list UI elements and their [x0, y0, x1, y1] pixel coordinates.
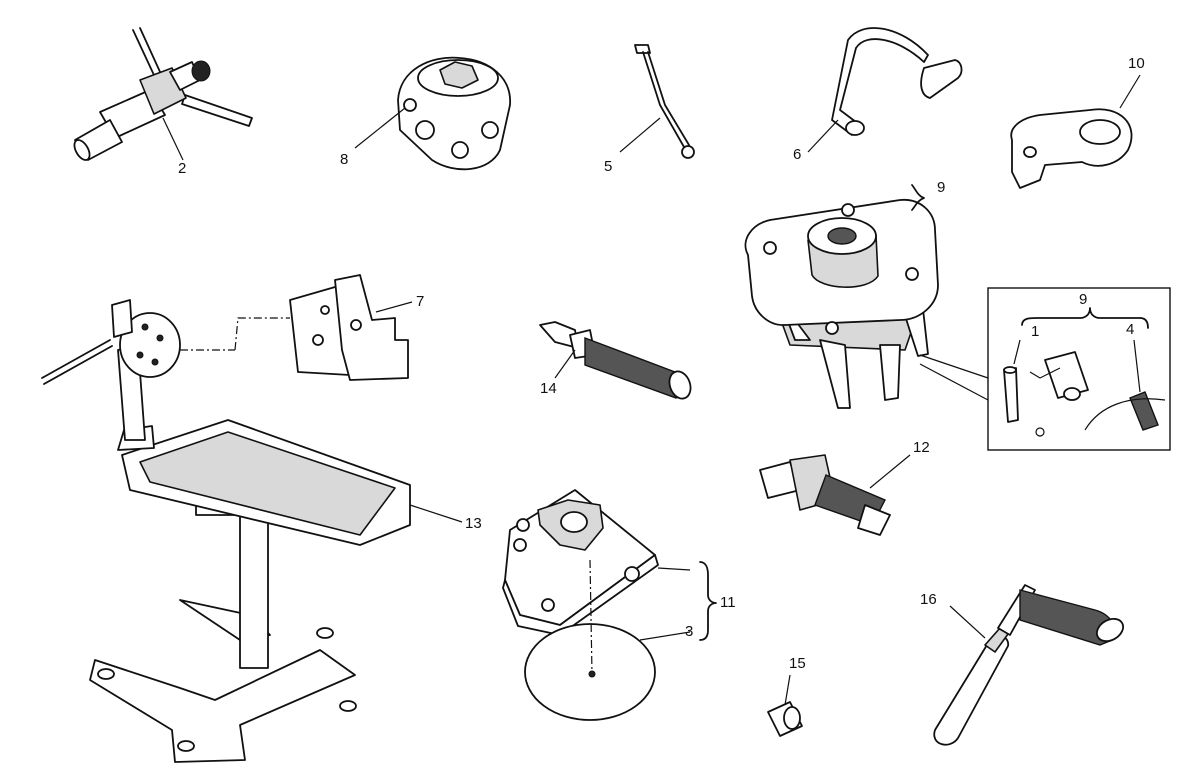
callout-12: 12	[913, 439, 930, 456]
tool-11-plate	[502, 489, 717, 641]
callout-15: 15	[789, 655, 806, 672]
tool-7-bracket	[289, 274, 413, 381]
tool-14-handle	[539, 321, 692, 400]
callout-10: 10	[1128, 55, 1145, 72]
callout-14: 14	[540, 380, 557, 397]
callout-16: 16	[920, 591, 937, 608]
callout-2: 2	[178, 160, 187, 177]
callout-9-detail: 9	[1079, 291, 1088, 308]
callout-11: 11	[720, 594, 736, 611]
tool-9-fixture	[744, 184, 939, 409]
tool-15-nut	[767, 674, 803, 737]
tool-10-flange	[1010, 74, 1141, 189]
callout-7: 7	[416, 293, 425, 310]
tool-12-bolt	[759, 454, 911, 536]
tool-9-detail-box	[919, 287, 1171, 451]
callout-1: 1	[1031, 323, 1040, 340]
callout-3: 3	[685, 623, 694, 640]
callout-8: 8	[340, 151, 349, 168]
tool-2-puller	[73, 27, 253, 161]
tool-5-rod	[619, 44, 695, 159]
tool-13-stand	[41, 299, 463, 763]
callout-4: 4	[1126, 321, 1135, 338]
callout-9-top: 9	[937, 179, 946, 196]
tool-3-disc	[524, 559, 691, 721]
tool-6-bent-wrench	[807, 27, 963, 153]
tool-8-ring-tool	[354, 56, 511, 171]
tool-16-crank	[933, 584, 1125, 746]
callout-6: 6	[793, 146, 802, 163]
callout-5: 5	[604, 158, 613, 175]
callout-13: 13	[465, 515, 482, 532]
